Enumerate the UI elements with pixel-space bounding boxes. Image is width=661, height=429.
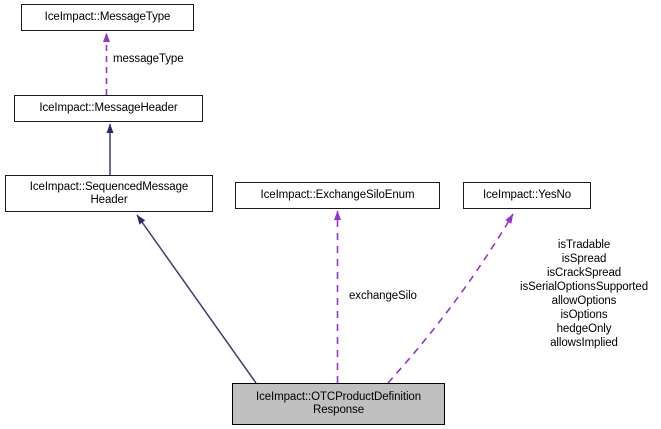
field-label-is-serial-options-supported: isSerialOptionsSupported <box>519 281 648 293</box>
node-otc-product-definition-response-label: IceImpact::OTCProductDefinition Response <box>256 391 421 416</box>
node-yes-no[interactable]: IceImpact::YesNo <box>463 182 591 209</box>
field-label-allow-options: allowOptions <box>551 295 617 307</box>
node-otc-product-definition-response[interactable]: IceImpact::OTCProductDefinition Response <box>232 383 445 425</box>
edge-label-exchange-silo: exchangeSilo <box>349 290 417 302</box>
edge-otc-response-to-sequenced-header <box>136 214 257 384</box>
edge-label-message-type: messageType <box>113 53 184 65</box>
node-message-type[interactable]: IceImpact::MessageType <box>21 4 194 31</box>
node-message-header[interactable]: IceImpact::MessageHeader <box>14 95 203 122</box>
node-exchange-silo-enum[interactable]: IceImpact::ExchangeSiloEnum <box>235 182 440 209</box>
node-message-type-label: IceImpact::MessageType <box>44 11 171 23</box>
field-label-hedge-only: hedgeOnly <box>556 323 612 335</box>
edge-label-yes-no-fields: isTradable isSpread isCrackSpread isSeri… <box>484 238 661 350</box>
field-label-is-options: isOptions <box>560 309 608 321</box>
field-label-allows-implied: allowsImplied <box>550 337 618 349</box>
node-sequenced-message-header[interactable]: IceImpact::SequencedMessage Header <box>5 175 213 212</box>
node-exchange-silo-enum-label: IceImpact::ExchangeSiloEnum <box>260 189 415 201</box>
field-label-is-tradable: isTradable <box>557 239 611 251</box>
field-label-is-crack-spread: isCrackSpread <box>546 267 622 279</box>
field-label-is-spread: isSpread <box>561 253 607 265</box>
node-sequenced-message-header-label: IceImpact::SequencedMessage Header <box>29 180 189 206</box>
node-message-header-label: IceImpact::MessageHeader <box>39 102 178 114</box>
node-yes-no-label: IceImpact::YesNo <box>482 189 572 201</box>
